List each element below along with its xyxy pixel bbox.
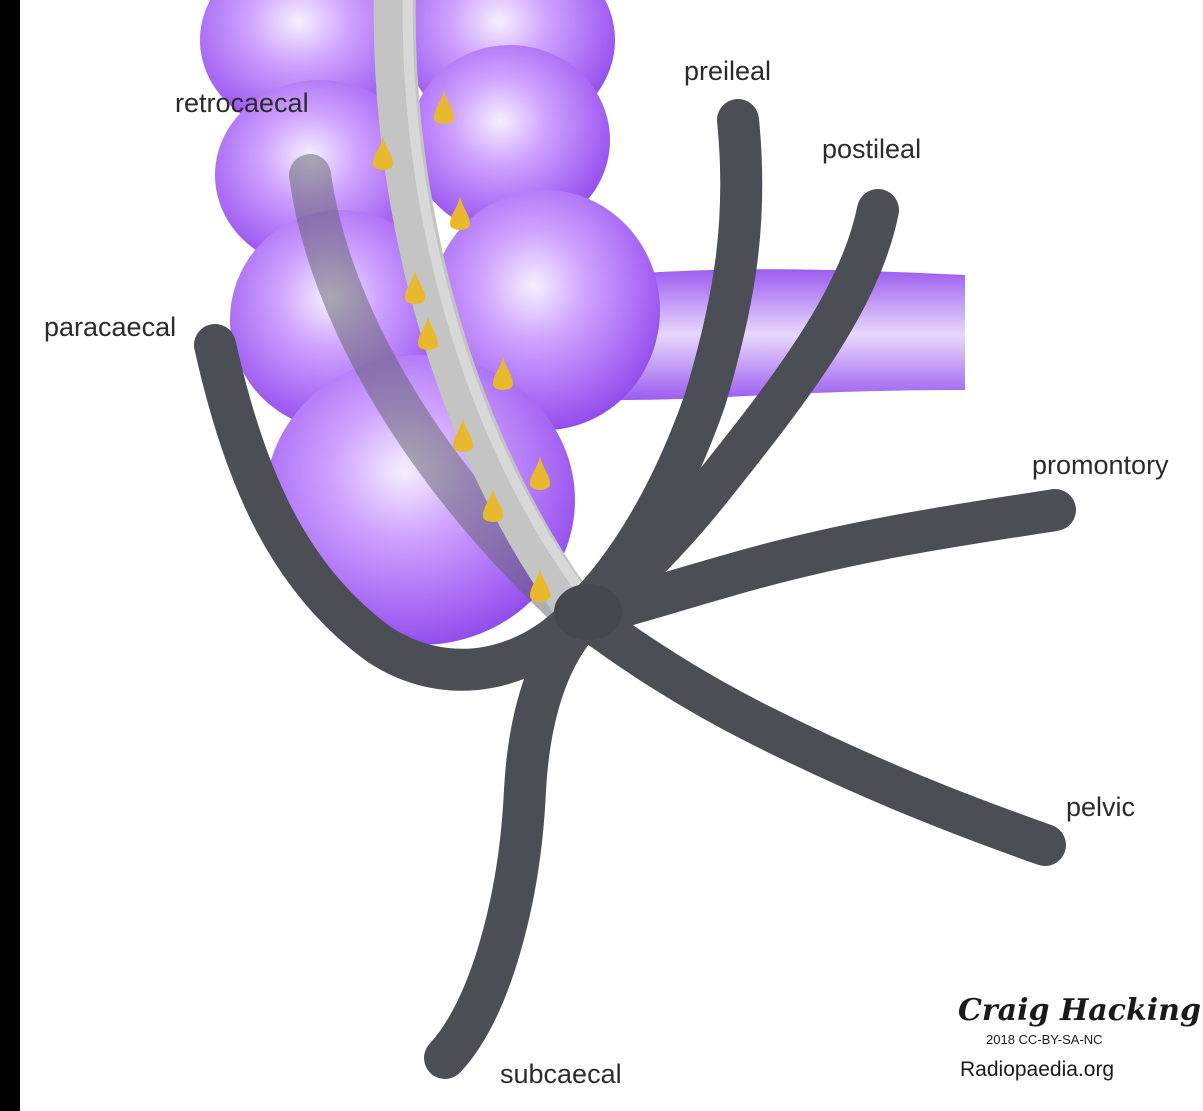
label-pelvic: pelvic [1066, 792, 1135, 822]
label-paracaecal: paracaecal [44, 312, 176, 342]
label-preileal: preileal [684, 56, 771, 86]
label-postileal: postileal [822, 134, 921, 164]
label-promontory: promontory [1032, 450, 1169, 480]
label-retrocaecal: retrocaecal [175, 88, 309, 118]
credit-site: Radiopaedia.org [960, 1058, 1114, 1081]
credit-license: 2018 CC-BY-SA-NC [986, 1032, 1103, 1047]
appendix-base [554, 584, 622, 640]
credit-author: Craig Hacking [958, 993, 1201, 1028]
label-subcaecal: subcaecal [500, 1059, 622, 1089]
